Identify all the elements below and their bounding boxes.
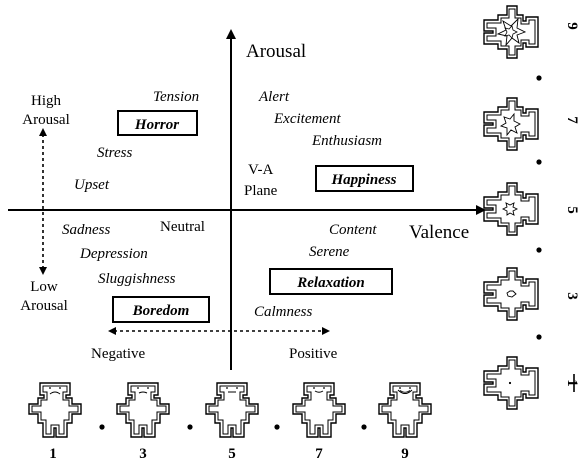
emotion-tension: Tension xyxy=(153,89,199,105)
valence-manikin-7 xyxy=(292,382,346,438)
happiness-box xyxy=(315,165,414,192)
arousal-dot xyxy=(536,247,542,253)
plane-label-line1: V-A xyxy=(248,162,273,178)
arousal-axis-label: Arousal xyxy=(246,41,306,62)
valence-axis-label: Valence xyxy=(409,222,469,243)
emotion-enthusiasm: Enthusiasm xyxy=(311,133,382,149)
horror-box xyxy=(117,110,198,136)
low-arousal-line1: Low xyxy=(30,279,58,295)
emotion-stress: Stress xyxy=(97,145,132,161)
arousal-number: 1 xyxy=(564,379,580,387)
arousal-number: 3 xyxy=(564,292,580,300)
arousal-dot xyxy=(536,159,542,165)
valence-number: 3 xyxy=(139,446,147,462)
emotion-alert: Alert xyxy=(258,89,290,105)
negative-label: Negative xyxy=(91,346,145,362)
valence-number: 1 xyxy=(49,446,57,462)
valence-manikin-5 xyxy=(205,382,259,438)
valence-dot xyxy=(274,424,280,430)
valence-manikin-1 xyxy=(28,382,82,438)
boredom-box xyxy=(112,296,210,323)
positive-label: Positive xyxy=(289,346,338,362)
valence-manikin-3 xyxy=(116,382,170,438)
valence-dot xyxy=(187,424,193,430)
high-arousal-line1: High xyxy=(31,93,62,109)
valence-manikin-9 xyxy=(378,382,432,438)
low-arousal-line2: Arousal xyxy=(20,298,68,314)
emotion-serene: Serene xyxy=(309,244,350,260)
valence-dot xyxy=(361,424,367,430)
arousal-manikin-7 xyxy=(483,97,539,151)
arousal-manikin-1 xyxy=(483,356,539,410)
emotion-content: Content xyxy=(329,222,377,238)
valence-number: 9 xyxy=(401,446,409,462)
arousal-sam-scale: 9 7 5 3 1 xyxy=(483,5,580,410)
valence-dot xyxy=(99,424,105,430)
arousal-manikin-9 xyxy=(483,5,539,59)
happiness-label: Happiness xyxy=(330,172,396,188)
valence-number: 5 xyxy=(228,446,236,462)
emotion-upset: Upset xyxy=(74,177,110,193)
arousal-dot xyxy=(536,75,542,81)
arousal-number: 7 xyxy=(564,116,580,124)
arousal-manikin-5 xyxy=(483,182,539,236)
plane-label-line2: Plane xyxy=(244,183,278,199)
emotion-depression: Depression xyxy=(79,246,148,262)
arousal-number: 5 xyxy=(564,206,580,214)
relaxation-label: Relaxation xyxy=(296,275,365,291)
emotion-calmness: Calmness xyxy=(254,304,313,320)
emotion-sadness: Sadness xyxy=(62,222,110,238)
horror-label: Horror xyxy=(134,117,179,133)
arousal-manikin-3 xyxy=(483,267,539,321)
arousal-dot xyxy=(536,334,542,340)
emotion-excitement: Excitement xyxy=(273,111,341,127)
arousal-number: 9 xyxy=(564,22,580,30)
boredom-label: Boredom xyxy=(132,303,190,319)
high-arousal-line2: Arousal xyxy=(22,112,70,128)
valence-number: 7 xyxy=(315,446,323,462)
neutral-label: Neutral xyxy=(160,219,205,235)
relaxation-box xyxy=(269,268,393,295)
valence-sam-scale: 1 3 5 7 9 xyxy=(28,382,432,462)
emotion-sluggishness: Sluggishness xyxy=(98,271,176,287)
